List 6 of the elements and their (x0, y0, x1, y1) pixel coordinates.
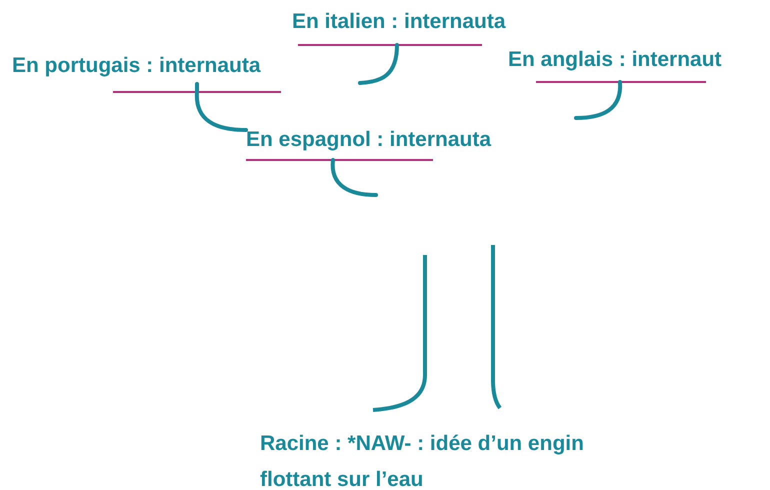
language-label: En espagnol : internauta (246, 127, 492, 153)
language-label: En italien : internauta (292, 9, 507, 35)
language-label: En portugais : internauta (12, 53, 262, 79)
language-label: En anglais : internaut (508, 47, 723, 73)
language-label: Racine : *NAW- : idée d’un engin flottant sur l’eau (260, 431, 585, 490)
branch-curve (194, 82, 248, 132)
